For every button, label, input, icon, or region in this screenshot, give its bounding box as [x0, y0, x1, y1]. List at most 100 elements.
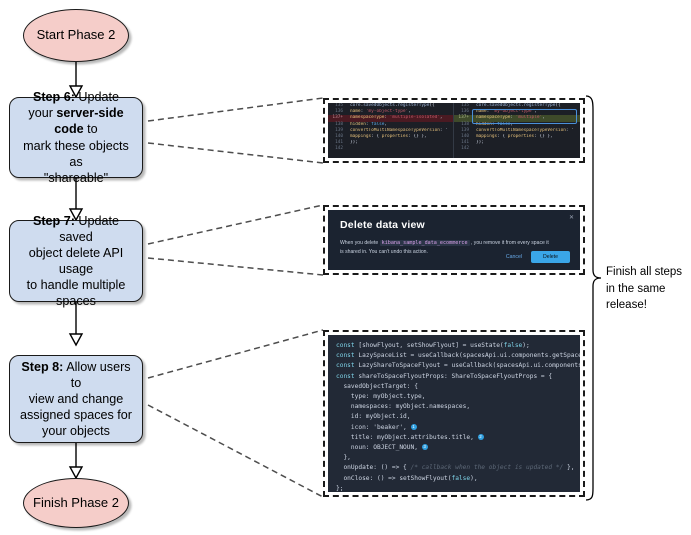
step6-line-3: mark these objects as: [23, 138, 129, 169]
code-snippet-viewer[interactable]: const [showFlyout, setShowFlyout] = useS…: [328, 335, 580, 492]
arrow-step6-to-step7: [68, 178, 84, 222]
diff-line-code: convertToMultiNamespaceTypeVersion: ': [350, 127, 448, 133]
modal-body-pre: When you delete: [340, 240, 380, 246]
callout-marker-1: 1: [410, 423, 417, 430]
step7-line-2: object delete API usage: [28, 245, 124, 276]
arrow-start-to-step6: [68, 62, 84, 99]
diff-line-number: 142: [335, 146, 343, 152]
diff-line-number: 141: [461, 140, 469, 146]
screenshot-frame-code: const [showFlyout, setShowFlyout] = useS…: [323, 330, 585, 497]
diff-line-number: 138: [335, 121, 343, 127]
close-icon[interactable]: ✕: [568, 215, 574, 221]
arrow-step8-to-finish: [68, 443, 84, 480]
delete-data-view-modal: ✕ Delete data view When you delete kiban…: [328, 210, 580, 270]
diff-line-number: 139: [461, 127, 469, 133]
code-line: const LazySpaceList = useCallback(spaces…: [336, 352, 580, 360]
diff-line-number: 135: [461, 103, 469, 108]
diff-row: 142: [454, 146, 580, 152]
modal-object-name: kibana_sample_data_ecommerce: [379, 240, 470, 246]
diff-row: 137+ namespaceType: 'multiple-isolated',: [328, 115, 453, 122]
node-start-phase-2[interactable]: Start Phase 2: [23, 9, 129, 62]
diff-row: 135 core.savedObjects.registerType({: [454, 103, 580, 109]
node-step-8[interactable]: Step 8: Allow users to view and change a…: [9, 355, 143, 443]
code-line: namespaces: myObject.namespaces,: [336, 403, 471, 411]
step7-line-3: to handle multiple spaces: [26, 278, 126, 309]
step6-line-1: Step 6: Update: [32, 90, 120, 105]
code-line: noun: OBJECT_NOUN, 3: [336, 444, 428, 452]
curly-brace: [585, 95, 602, 501]
step8-line-2: view and change: [28, 391, 124, 406]
diff-row: 142: [328, 146, 453, 152]
node-step-6[interactable]: Step 6: Update your server-side code to …: [9, 90, 143, 185]
diff-line-code: hidden: false,: [476, 121, 514, 127]
code-line: savedObjectTarget: {: [336, 382, 418, 390]
diff-row: 140 mappings: { properties: {} },: [454, 134, 580, 140]
release-annotation-line-1: Finish all steps: [606, 266, 683, 278]
diff-line-number: 140: [335, 133, 343, 139]
step8-line-1: Step 8: Allow users to: [21, 359, 131, 390]
diff-line-number: 135: [335, 103, 343, 108]
diff-line-code: namespaceType: 'multiple',: [476, 115, 545, 121]
diff-row: 138 hidden: false,: [454, 122, 580, 128]
diff-line-code: mappings: { properties: {} },: [350, 133, 427, 139]
node-start-label: Start Phase 2: [36, 27, 116, 43]
diff-line-code: namespaceType: 'multiple-isolated',: [350, 115, 443, 121]
cancel-button[interactable]: Cancel: [505, 253, 522, 260]
code-line: icon: 'beaker', 1: [336, 423, 417, 431]
diff-line-number: 137+: [458, 115, 469, 121]
code-line: type: myObject.type,: [336, 393, 426, 401]
diff-line-number: 136: [461, 109, 469, 115]
diff-row: 139 convertToMultiNamespaceTypeVersion: …: [328, 128, 453, 134]
callout-marker-3: 3: [421, 444, 428, 451]
diff-line-code: hidden: false,: [350, 121, 388, 127]
diff-line-code: });: [476, 140, 484, 146]
diff-line-number: 139: [335, 127, 343, 133]
diff-column-before[interactable]: 135 core.savedObjects.registerType({136 n…: [328, 103, 454, 158]
diff-line-number: 141: [335, 140, 343, 146]
modal-body-post: , you remove it from every space it is s…: [340, 240, 549, 255]
callout-line-step8-bottom: [147, 404, 324, 498]
diff-line-code: mappings: { properties: {} },: [476, 133, 553, 139]
diff-column-after[interactable]: 135 core.savedObjects.registerType({ 136 n…: [454, 103, 580, 158]
delete-button[interactable]: Delete: [531, 250, 570, 263]
diff-row: 136 name: 'my-object-type',: [328, 109, 453, 115]
diff-line-code: core.savedObjects.registerType({: [476, 103, 561, 108]
diff-row: 138 hidden: false,: [328, 122, 453, 128]
diff-line-number: 138: [461, 121, 469, 127]
code-line: const LazyShareToSpaceFlyout = useCallba…: [336, 362, 580, 370]
diff-line-code: });: [350, 140, 358, 146]
diff-line-code: name: 'my-object-type',: [476, 109, 537, 115]
diff-line-code: convertToMultiNamespaceTypeVersion: ': [476, 127, 574, 133]
diff-line-code: core.savedObjects.registerType({: [350, 103, 435, 108]
node-finish-phase-2[interactable]: Finish Phase 2: [23, 478, 129, 528]
code-line: onClose: () => setShowFlyout(false),: [336, 474, 478, 482]
screenshot-frame-modal: ✕ Delete data view When you delete kiban…: [323, 205, 585, 275]
code-line: onUpdate: () => { /* callback when the o…: [336, 464, 575, 472]
code-line: };: [336, 484, 344, 492]
code-line: const shareToSpaceFlyoutProps: ShareToSp…: [336, 372, 553, 380]
arrow-step7-to-step8: [68, 302, 84, 347]
code-line: title: myObject.attributes.title, 2: [336, 433, 484, 441]
diff-line-number: 140: [461, 133, 469, 139]
diff-row: 140 mappings: { properties: {} },: [328, 134, 453, 140]
diff-line-code: name: 'my-object-type',: [350, 109, 411, 115]
release-annotation: Finish all steps in the same release!: [606, 264, 688, 314]
node-step-7[interactable]: Step 7: Update saved object delete API u…: [9, 214, 143, 308]
node-finish-label: Finish Phase 2: [33, 494, 119, 510]
step8-line-3: assigned spaces for: [19, 408, 132, 423]
diff-row: 135 core.savedObjects.registerType({: [328, 103, 453, 109]
diff-line-number: 142: [461, 146, 469, 152]
release-annotation-line-2: in the same: [606, 282, 666, 295]
step8-line-4: your objects: [42, 424, 110, 439]
step7-line-1: Step 7: Update saved: [32, 213, 120, 244]
step6-line-4: "shareable": [43, 170, 109, 185]
callout-line-step8-top: [147, 329, 324, 379]
step6-line-2: your server-side code to: [28, 106, 124, 137]
code-line: id: myObject.id,: [336, 413, 411, 421]
